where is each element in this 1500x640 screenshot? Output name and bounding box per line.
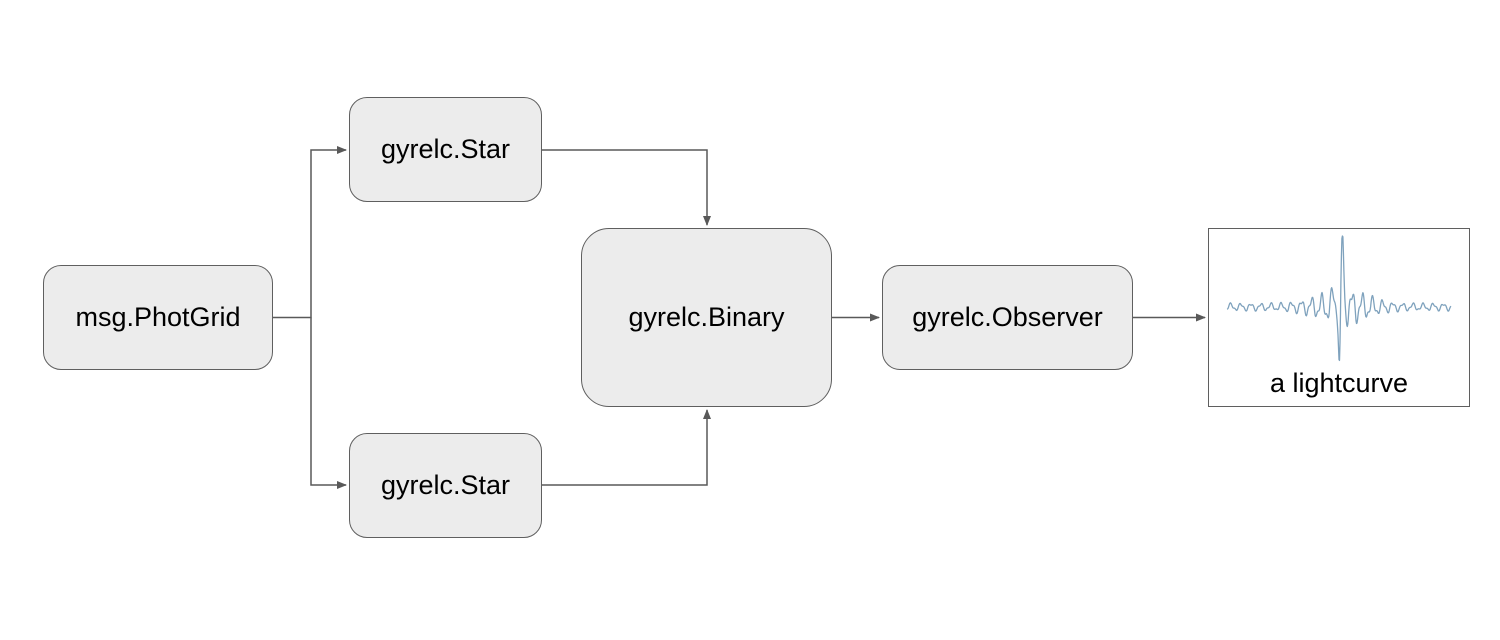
lightcurve-caption: a lightcurve: [1269, 368, 1409, 398]
photgrid-node: msg.PhotGrid: [43, 265, 273, 370]
star-node-bottom: gyrelc.Star: [349, 433, 542, 538]
photgrid-label: msg.PhotGrid: [75, 302, 241, 332]
connector-photgrid-to-star-bottom: [310, 317, 347, 489]
star-node-top: gyrelc.Star: [349, 97, 542, 202]
star-bottom-label: gyrelc.Star: [380, 470, 511, 500]
observer-node: gyrelc.Observer: [882, 265, 1133, 370]
lightcurve-line: [1226, 235, 1452, 362]
lightcurve-output-box: a lightcurve: [1208, 228, 1470, 407]
binary-label: gyrelc.Binary: [628, 302, 785, 332]
star-top-label: gyrelc.Star: [380, 134, 511, 164]
connector-photgrid-to-star-top: [273, 146, 347, 319]
connector-star-top-to-binary: [542, 149, 711, 226]
lightcurve-plot: [1226, 235, 1452, 362]
binary-node: gyrelc.Binary: [581, 228, 832, 407]
observer-label: gyrelc.Observer: [912, 302, 1103, 332]
connector-star-bottom-to-binary: [542, 409, 711, 486]
